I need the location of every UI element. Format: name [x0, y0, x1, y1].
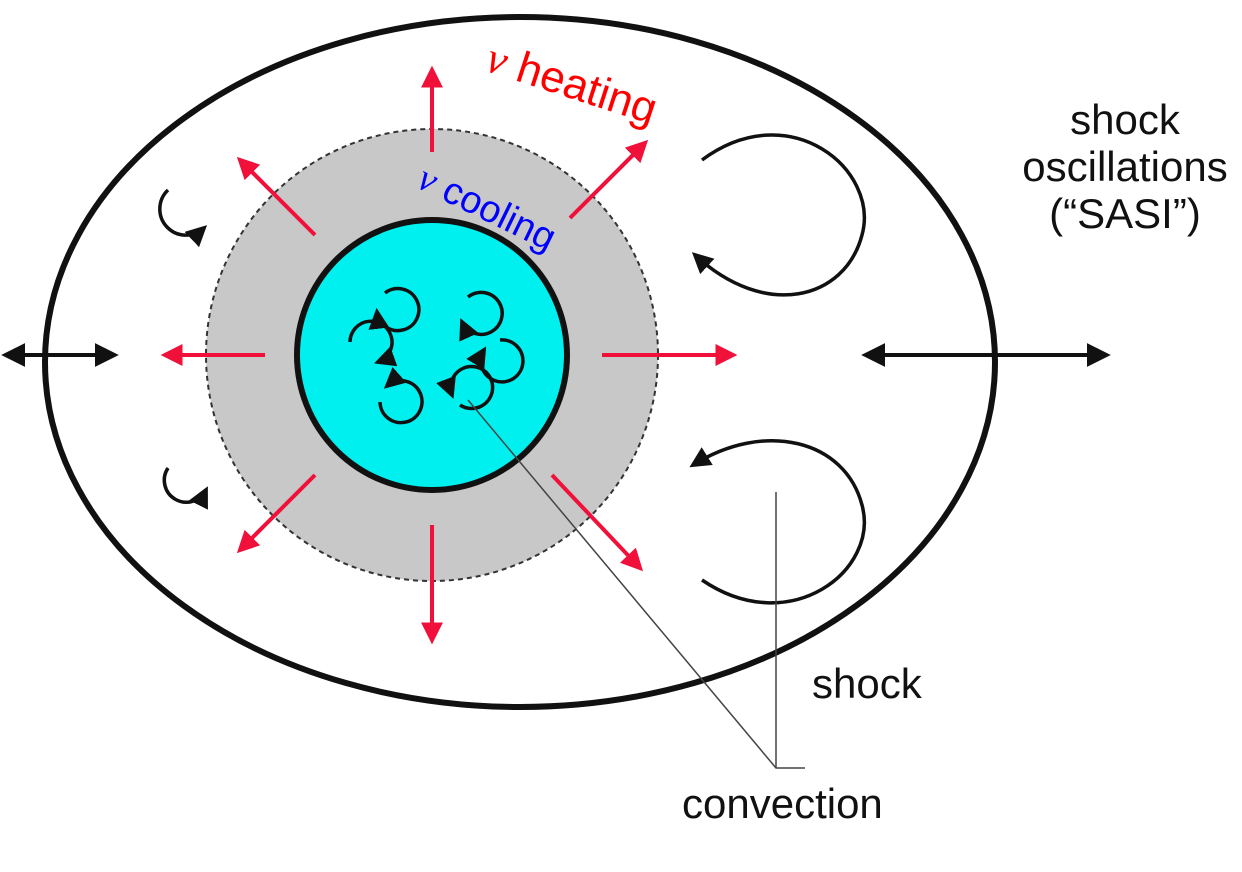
core-cell-icon: [436, 364, 495, 411]
core-cell-icon: [378, 366, 424, 425]
core-convection-cells: [348, 286, 525, 425]
rotation-arrow-icon: [158, 188, 208, 248]
heating-arrow-up-left: [236, 156, 317, 237]
core-cell-icon: [459, 290, 504, 342]
heating-arrow-down-right: [550, 473, 644, 572]
heating-arrows: [160, 65, 738, 645]
rotation-arrow-icon: [691, 133, 866, 297]
core-cell-icon: [466, 338, 525, 384]
gain-convection-cells: [158, 188, 208, 510]
convection-label: convection: [682, 780, 883, 827]
core-cell-icon: [348, 319, 398, 367]
shock-oscillations-label: shock oscillations (“SASI”): [1022, 96, 1228, 238]
heating-arrow-down-left: [236, 473, 317, 554]
heating-arrow-up-right: [568, 139, 649, 220]
large-convection-cells: [689, 133, 866, 605]
rotation-arrow-icon: [162, 467, 208, 510]
shock-label: shock: [812, 660, 922, 707]
neutron-star-core: [294, 217, 570, 493]
leader-lines: [467, 399, 805, 769]
rotation-arrow-icon: [689, 438, 866, 605]
